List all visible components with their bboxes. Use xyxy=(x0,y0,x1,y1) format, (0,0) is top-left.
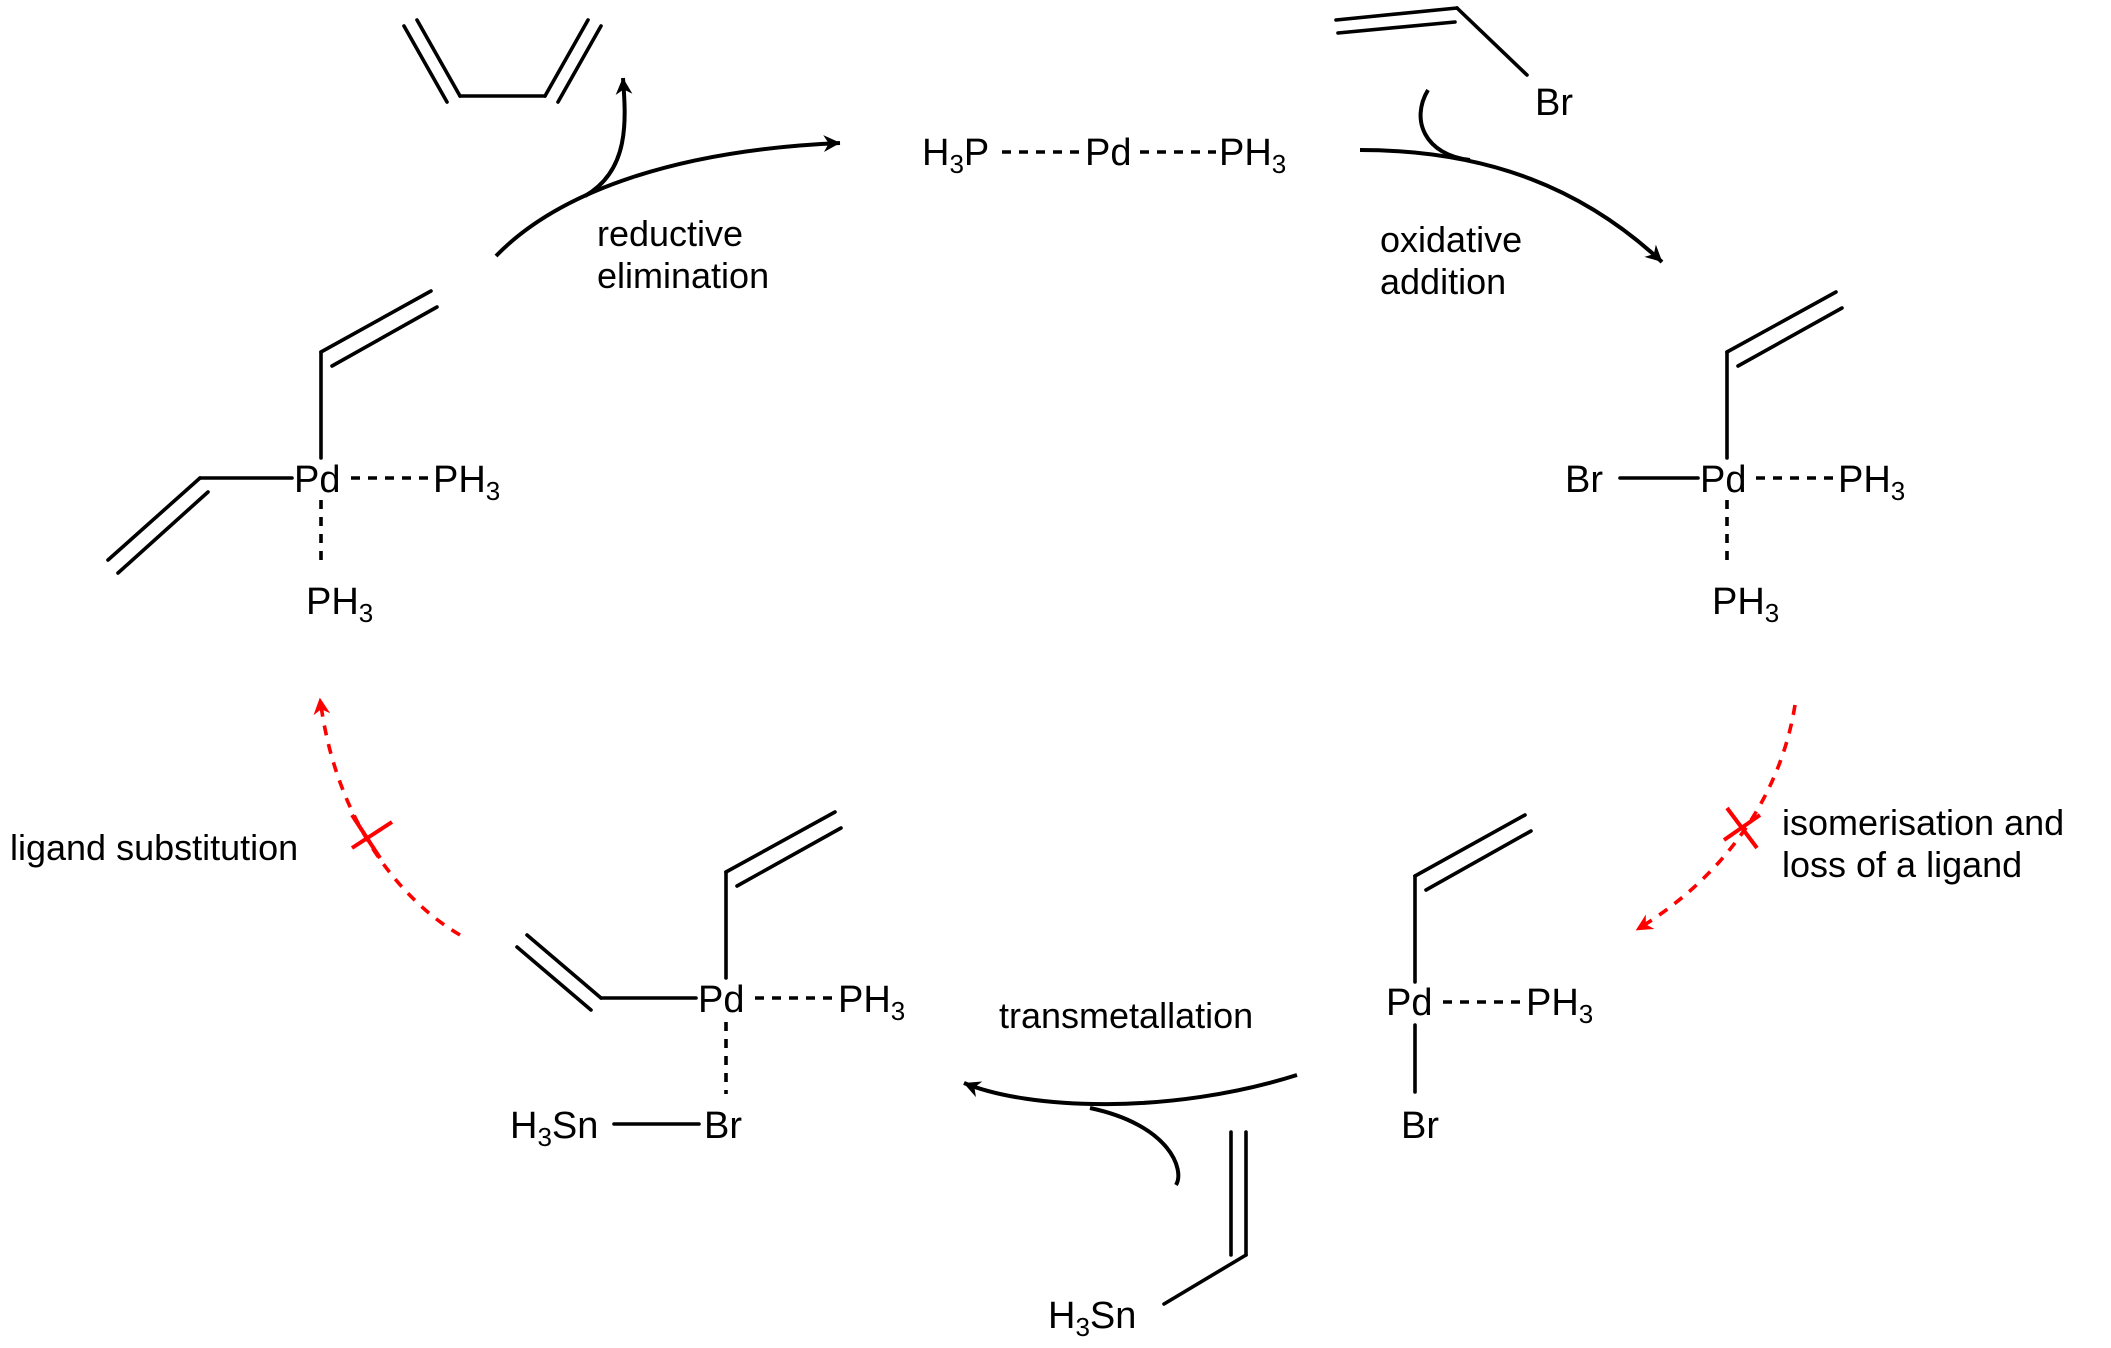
svg-text:Br: Br xyxy=(1401,1105,1439,1147)
svg-text:H3Sn: H3Sn xyxy=(510,1105,598,1152)
svg-text:PH3: PH3 xyxy=(1219,132,1286,179)
catalyst-pd-complex: H3P Pd PH3 xyxy=(922,132,1286,179)
svg-text:Pd: Pd xyxy=(1386,982,1432,1024)
vinyl-stannane-reagent: H3Sn xyxy=(1048,1130,1248,1342)
reductive-elimination-label: reductive elimination xyxy=(597,213,769,296)
transmetallation-label: transmetallation xyxy=(999,995,1253,1036)
tricoordinate-pd-complex: Pd PH3 Br xyxy=(1386,813,1593,1147)
oxidative-addition-label: oxidative addition xyxy=(1380,219,1532,302)
svg-text:PH3: PH3 xyxy=(1526,982,1593,1029)
reductive-elimination-arrow xyxy=(494,77,841,258)
svg-text:PH3: PH3 xyxy=(1838,459,1905,506)
svg-text:Pd: Pd xyxy=(698,979,744,1021)
svg-text:Pd: Pd xyxy=(294,459,340,501)
isomerisation-arrow-blocked xyxy=(1635,704,1797,932)
svg-text:PH3: PH3 xyxy=(838,979,905,1026)
svg-text:Pd: Pd xyxy=(1700,459,1746,501)
svg-text:Br: Br xyxy=(704,1105,742,1147)
ligand-substitution-arrow-blocked xyxy=(313,697,461,937)
svg-text:Br: Br xyxy=(1565,459,1603,501)
blocked-x-icon xyxy=(350,813,382,860)
svg-text:PH3: PH3 xyxy=(306,581,373,628)
svg-text:H3Sn: H3Sn xyxy=(1048,1295,1136,1342)
ligand-substitution-label: ligand substitution xyxy=(10,827,298,868)
svg-text:Br: Br xyxy=(1535,82,1573,124)
transmetallation-complex: Pd PH3 H3Sn Br xyxy=(510,810,905,1152)
oxidative-addition-arrow xyxy=(1359,88,1664,264)
svg-text:Pd: Pd xyxy=(1085,132,1131,174)
svg-text:PH3: PH3 xyxy=(1712,581,1779,628)
butadiene-product xyxy=(402,18,603,104)
isomerisation-label: isomerisation and loss of a ligand xyxy=(1782,802,2074,885)
transmetallation-arrow xyxy=(963,1073,1298,1187)
oxidative-addition-adduct: Br Pd PH3 PH3 xyxy=(1565,290,1905,628)
divinyl-pd-complex: Pd PH3 PH3 xyxy=(106,289,500,628)
vinyl-bromide-reagent: Br xyxy=(1334,6,1573,124)
svg-text:H3P: H3P xyxy=(922,132,989,179)
svg-text:PH3: PH3 xyxy=(433,459,500,506)
